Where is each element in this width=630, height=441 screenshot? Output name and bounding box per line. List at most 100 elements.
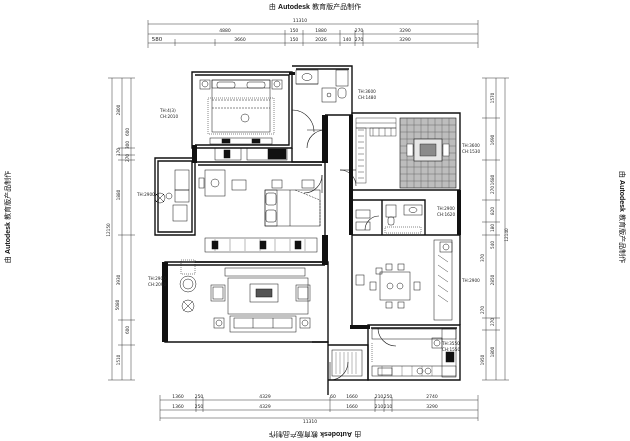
top-dim: 150 xyxy=(290,28,299,34)
balcony-left xyxy=(154,169,190,222)
top-dim: 4880 xyxy=(219,28,231,34)
door-swing xyxy=(303,174,323,194)
top-dim: 3660 xyxy=(234,37,246,43)
shower xyxy=(321,87,337,103)
door-swing xyxy=(377,327,397,347)
watermark-bottom: 由 Autodesk 教育版产品制作 xyxy=(268,430,362,438)
left-dim: 600 xyxy=(125,128,130,136)
counter-right xyxy=(441,328,457,378)
top-dim-lead: 580 xyxy=(152,37,163,43)
bottom-dim: 210 xyxy=(384,404,393,410)
desk xyxy=(214,147,242,161)
bottom-dim: 250 xyxy=(195,404,204,410)
top-dim: 2026 xyxy=(315,37,327,43)
right-dim: 1570 xyxy=(490,92,495,103)
room-label: CH:1480 xyxy=(358,95,376,100)
bottom-dim: 1660 xyxy=(346,404,358,410)
tv-wall xyxy=(224,267,306,277)
top-dim: 140 xyxy=(343,37,352,43)
top-dimension-lines xyxy=(147,20,479,48)
entry-porch xyxy=(331,349,363,377)
bottom-dim: 250 xyxy=(384,394,393,400)
sink xyxy=(377,367,393,376)
left-dim: 300 xyxy=(125,141,130,149)
living-room xyxy=(179,259,311,333)
lounge-chair xyxy=(174,169,190,191)
bottom-dim: 1360 xyxy=(172,404,184,410)
door-swing xyxy=(291,109,315,133)
side-table xyxy=(299,317,311,329)
room-label: CH:1550 xyxy=(442,347,460,352)
left-dim: 1510 xyxy=(116,354,121,365)
right-dimension-text: 12140 1570 1690 1680 270 820 180 540 285… xyxy=(480,92,509,365)
left-dim: 600 xyxy=(125,326,130,334)
top-dim: 1880 xyxy=(315,28,327,34)
left-dimension-lines xyxy=(108,77,135,381)
vanity xyxy=(403,204,423,216)
shower xyxy=(384,226,422,234)
master-bath xyxy=(295,69,349,103)
armchair xyxy=(295,284,311,302)
left-dim: 1880 xyxy=(116,189,121,200)
guest-bath xyxy=(355,204,423,234)
top-dim: 3290 xyxy=(399,37,411,43)
stove xyxy=(416,367,424,375)
bed xyxy=(264,189,321,227)
top-dim: 150 xyxy=(290,37,299,43)
watermark-right: 由 Autodesk 教育版产品制作 xyxy=(618,170,626,264)
walls xyxy=(154,65,461,395)
room-labels: TH:4(3) CH:2010 TH:3600 CH:1480 TH:3600 … xyxy=(136,89,480,352)
right-dim: 180 xyxy=(490,224,495,232)
study-room xyxy=(399,117,457,189)
bottom-dim: 60 xyxy=(330,394,336,400)
toilet xyxy=(385,204,397,218)
room-label: TH:3550 xyxy=(441,341,460,346)
left-dim: 270 xyxy=(125,154,130,162)
wall-solids xyxy=(162,72,461,342)
room-label: TH:4(3) xyxy=(159,108,176,113)
watermark-top: 由 Autodesk 教育版产品制作 xyxy=(268,3,362,11)
doors xyxy=(291,109,397,381)
sofa xyxy=(229,315,297,333)
right-dim: 270 xyxy=(490,318,495,326)
toilet xyxy=(335,69,349,87)
nightstand xyxy=(271,179,283,189)
door-swing xyxy=(364,215,380,231)
bottom-total-dim: 11310 xyxy=(303,419,317,425)
room-label: TH:3600 xyxy=(461,143,480,148)
left-dim: 5080 xyxy=(115,299,120,310)
top-dim: 3290 xyxy=(399,28,411,34)
hanging-rail xyxy=(358,129,364,179)
plant xyxy=(154,192,166,204)
left-dim: 3930 xyxy=(116,274,121,285)
door-swing xyxy=(329,361,349,381)
wardrobe xyxy=(204,237,318,253)
kitchen xyxy=(371,328,457,378)
bottom-dim: 210 xyxy=(375,394,384,400)
fridge xyxy=(445,351,455,363)
master-bedroom xyxy=(199,79,288,161)
bottom-dim: 2740 xyxy=(426,394,438,400)
second-bedroom xyxy=(198,169,321,253)
right-dim: 370 xyxy=(480,254,485,262)
cabinet-fronts xyxy=(381,366,433,376)
top-total-dim: 11310 xyxy=(293,18,307,24)
right-dim: 2850 xyxy=(490,274,495,285)
top-dim: 270 xyxy=(355,28,364,34)
counter-bottom xyxy=(371,365,457,377)
bottom-dimension-text: 1360 250 4329 60 1660 210 250 2740 1360 … xyxy=(172,394,438,425)
round-table xyxy=(179,275,197,293)
top-dimension-text: 11310 4880 150 1880 270 3290 580 3660 15… xyxy=(152,18,411,43)
room-label: CH:1530 xyxy=(462,149,480,154)
nightstand xyxy=(271,79,283,90)
room-label: CH:1620 xyxy=(437,212,455,217)
chair xyxy=(231,179,247,191)
room-label: TH:2900 xyxy=(147,276,166,281)
counter-top xyxy=(371,328,457,340)
right-dim: 1690 xyxy=(490,134,495,145)
door-swing xyxy=(339,169,357,187)
sideboard xyxy=(433,239,453,321)
vanity xyxy=(295,69,319,85)
left-total-dim: 12150 xyxy=(106,223,111,237)
